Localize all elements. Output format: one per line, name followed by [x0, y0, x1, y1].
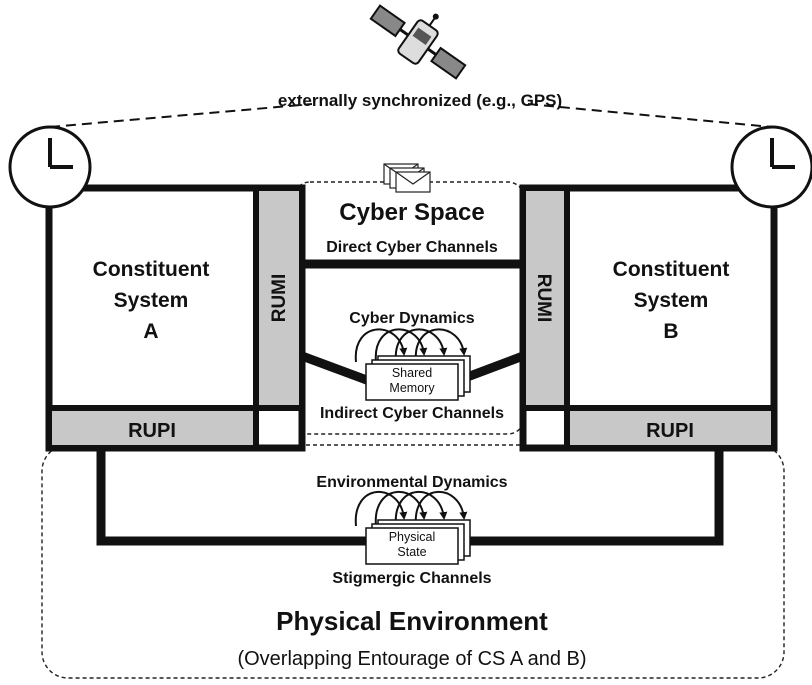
shared-memory-line1: Shared	[392, 366, 432, 380]
rupi-a-label: RUPI	[128, 420, 176, 442]
environmental-dynamics-label: Environmental Dynamics	[316, 474, 507, 491]
rumi-b	[520, 185, 570, 411]
environmental-dynamics-arrows	[354, 491, 468, 527]
indirect-cyber-channels-label: Indirect Cyber Channels	[320, 405, 504, 422]
physical-state-line2: State	[397, 545, 426, 559]
constituent-system-a: Constituent System A RUMI RUPI	[45, 184, 306, 452]
rumi-a	[253, 185, 305, 411]
system-a-line3: A	[143, 320, 158, 343]
sync-label: externally synchronized (e.g., GPS)	[278, 91, 562, 110]
cyber-dynamics-label: Cyber Dynamics	[349, 310, 474, 327]
clock-icon	[8, 125, 92, 209]
direct-cyber-channels-label: Direct Cyber Channels	[326, 239, 498, 256]
system-a-line1: Constituent	[93, 258, 210, 281]
sync-line-right	[527, 103, 773, 128]
physical-environment-subtitle: (Overlapping Entourage of CS A and B)	[237, 648, 586, 670]
system-b-line3: B	[663, 320, 678, 343]
rupi-b-label: RUPI	[646, 420, 694, 442]
sync-line-left	[49, 103, 313, 128]
physical-state-line1: Physical	[389, 530, 436, 544]
rupi-a	[46, 405, 259, 451]
rupi-b	[564, 405, 777, 451]
physical-state-stack: Physical State	[365, 519, 471, 565]
shared-memory-stack: Shared Memory	[365, 355, 471, 401]
rumi-a-label: RUMI	[269, 274, 290, 323]
system-b-line1: Constituent	[613, 258, 730, 281]
clock-icon	[730, 125, 812, 209]
physical-environment-region	[41, 444, 785, 679]
system-b-line2: System	[634, 289, 709, 312]
cyber-dynamics-arrows	[354, 328, 468, 363]
physical-environment-title: Physical Environment	[276, 606, 548, 636]
shared-memory-line2: Memory	[389, 381, 435, 395]
satellite-icon	[369, 4, 467, 80]
constituent-system-b: Constituent System B RUMI RUPI	[519, 184, 778, 452]
stigmergic-channels-label: Stigmergic Channels	[332, 570, 491, 587]
cyber-space-title: Cyber Space	[339, 199, 484, 226]
stigmergic-channel	[96, 448, 724, 546]
system-a-line2: System	[114, 289, 189, 312]
indirect-cyber-channel-left	[300, 351, 374, 387]
rumi-b-label: RUMI	[533, 274, 554, 323]
envelope-stack-icon	[383, 163, 431, 193]
